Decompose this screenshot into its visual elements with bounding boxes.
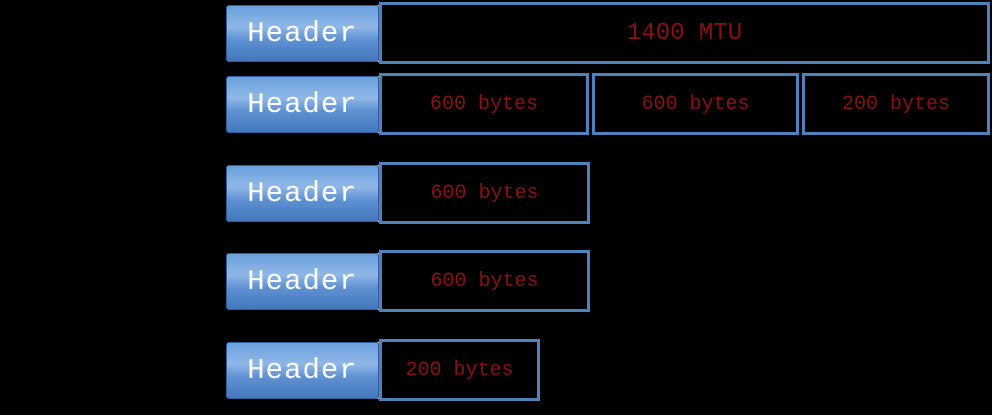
payload-box-600: 600 bytes (379, 250, 590, 312)
header-box: Header (226, 75, 379, 133)
payload-box-600-a: 600 bytes (379, 73, 589, 135)
header-label: Header (247, 16, 358, 50)
header-box: Header (226, 341, 379, 399)
payload-box-200: 200 bytes (379, 339, 540, 401)
payload-box-200: 200 bytes (802, 73, 990, 135)
header-box: Header (226, 164, 379, 222)
payload-label: 1400 MTU (626, 19, 743, 47)
payload-label: 600 bytes (430, 269, 539, 293)
payload-box-1400-mtu: 1400 MTU (379, 2, 990, 64)
fragment-row-1: Header 600 bytes (226, 162, 590, 224)
payload-label: 600 bytes (429, 92, 539, 116)
header-label: Header (247, 87, 358, 121)
fragment-row-3: Header 200 bytes (226, 339, 540, 401)
header-box: Header (226, 4, 379, 62)
payload-label: 600 bytes (641, 92, 750, 116)
header-label: Header (247, 176, 358, 210)
header-label: Header (247, 353, 358, 387)
packet-row-original: Header 1400 MTU (226, 2, 990, 64)
packet-row-split: Header 600 bytes 600 bytes 200 bytes (226, 73, 990, 135)
payload-label: 200 bytes (405, 358, 514, 382)
header-label: Header (247, 264, 358, 298)
fragment-row-2: Header 600 bytes (226, 250, 590, 312)
payload-label: 200 bytes (841, 92, 951, 116)
header-box: Header (226, 252, 379, 310)
payload-box-600-b: 600 bytes (592, 73, 799, 135)
payload-label: 600 bytes (430, 181, 539, 205)
payload-box-600: 600 bytes (379, 162, 590, 224)
